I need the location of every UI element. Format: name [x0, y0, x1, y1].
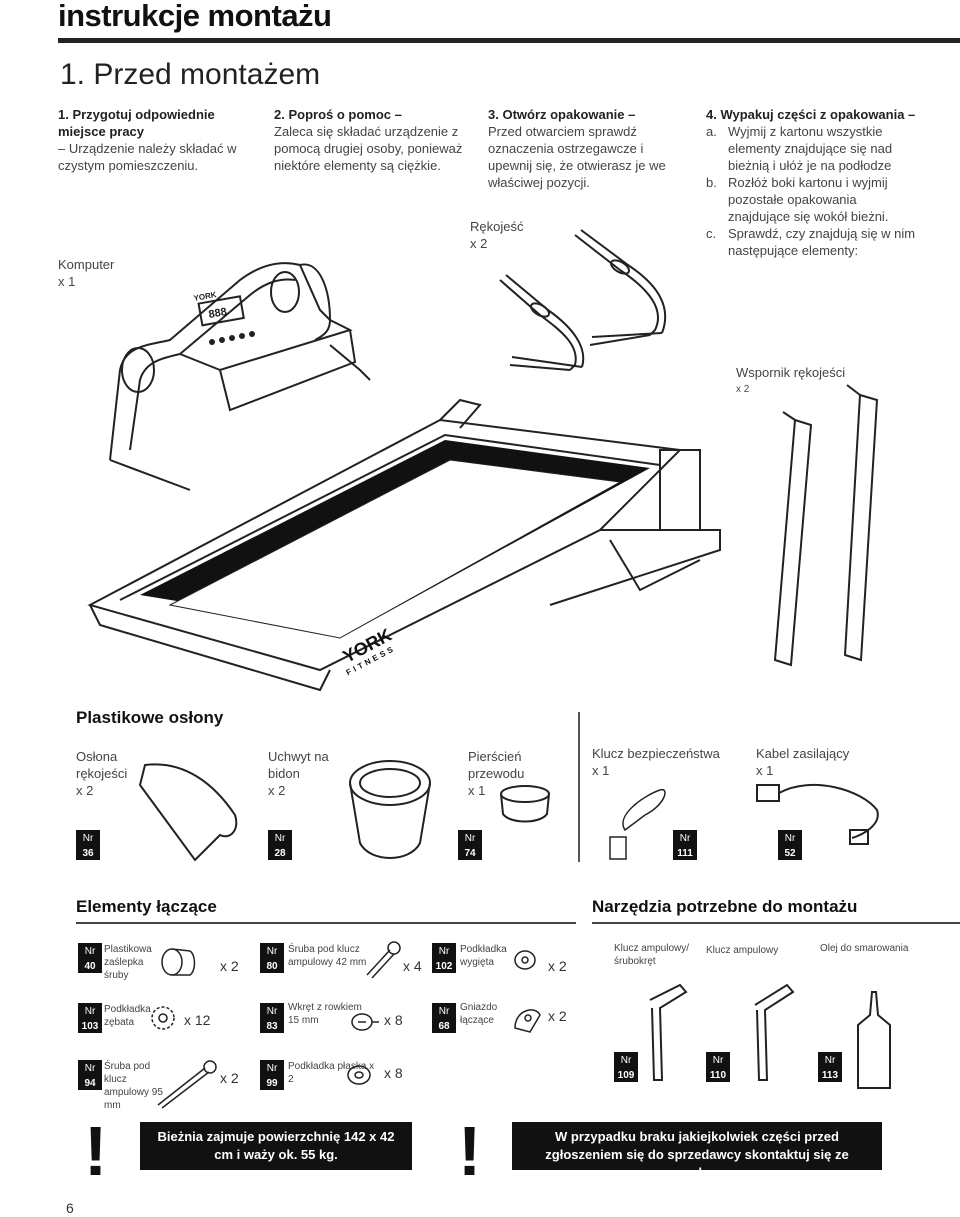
title-rule — [58, 38, 960, 43]
tool-113-label: Olej do smarowania — [820, 943, 909, 954]
step-2: 2. Poproś o pomoc – Zaleca się składać u… — [274, 106, 464, 174]
fastener-80-label: Śruba pod klucz ampulowy 42 mm — [288, 944, 367, 968]
bolt-42mm-drawing — [366, 941, 401, 979]
handle-label: Rękojeść x 2 — [470, 219, 524, 251]
fastener-103-label: Podkładka zębata — [104, 1004, 151, 1028]
handle-support-label: Wspornik rękojeści x 2 — [736, 365, 846, 395]
cable-ring-drawing — [500, 785, 550, 823]
safety-key-drawing — [609, 789, 666, 860]
plastic-covers-heading: Plastikowe osłony — [76, 708, 224, 727]
tools-rule — [592, 922, 960, 924]
warning-icon-2: ! — [458, 1112, 482, 1190]
power-cable-drawing — [756, 784, 879, 845]
step-1-text: – Urządzenie należy składać w czystym po… — [58, 141, 237, 173]
bottle-holder-label: Uchwyt na bidon x 2 — [268, 749, 329, 798]
step-2-text: Zaleca się składać urządzenie z pomocą d… — [274, 124, 463, 173]
warning-box-2: W przypadku braku jakiejkolwiek części p… — [512, 1122, 882, 1180]
safety-key-label: Klucz bezpieczeństwa x 1 — [592, 746, 720, 778]
page-title: instrukcje montażu — [58, 0, 332, 33]
step-3-text: Przed otwarciem sprawdź oznaczenia ostrz… — [488, 124, 666, 190]
fastener-68-qty: x 2 — [548, 1008, 567, 1024]
step-3: 3. Otwórz opakowanie – Przed otwarciem s… — [488, 106, 678, 191]
screw-cap-drawing — [161, 948, 196, 976]
warning-text-1: Bieżnia zajmuje powierzchnię 142 x 42 cm… — [157, 1129, 395, 1162]
bottle-holder-drawing — [349, 760, 431, 859]
fastener-102-qty: x 2 — [548, 958, 567, 974]
fastener-102-label: Podkładka wygięta — [460, 944, 507, 968]
fastener-99-label: Podkładka płaska x 2 — [288, 1061, 375, 1085]
fastener-40-qty: x 2 — [220, 958, 239, 974]
toothed-washer-drawing — [151, 1006, 175, 1030]
cover-36-label: Osłona rękojeści x 2 — [76, 749, 128, 798]
step-3-heading: 3. Otwórz opakowanie – — [488, 107, 636, 122]
warning-text-2: W przypadku braku jakiejkolwiek części p… — [545, 1129, 849, 1180]
fastener-99-qty: x 8 — [384, 1065, 403, 1081]
console-display-digits: 888 — [208, 306, 228, 321]
fastener-103-qty: x 12 — [184, 1012, 211, 1028]
step-4a: a.Wyjmij z kartonu wszystkie elementy zn… — [706, 124, 893, 173]
fastener-80-qty: x 4 — [403, 958, 422, 974]
hex-key-drawing — [754, 983, 795, 1081]
step-1-heading: 1. Przygotuj odpowiednie miejsce pracy — [58, 107, 215, 139]
handle-cover-drawing — [138, 763, 238, 862]
console-brand: YORK — [193, 290, 218, 303]
cable-ring-label: Pierścień przewodu x 1 — [468, 749, 525, 798]
treadmill-drawing: YORK FITNESS — [87, 398, 721, 692]
curved-washer-drawing — [514, 950, 536, 970]
section-divider-vertical — [578, 712, 580, 862]
handle-supports-drawing — [773, 384, 879, 667]
page-number: 6 — [66, 1200, 74, 1216]
grooved-screw-drawing — [351, 1013, 379, 1031]
computer-label: Komputer x 1 — [58, 257, 115, 289]
connector-socket-drawing — [514, 1009, 541, 1033]
handles-drawing — [499, 229, 667, 371]
tool-110-label: Klucz ampulowy — [706, 945, 779, 956]
fasteners-rule — [76, 922, 576, 924]
step-4c: c.Sprawdź, czy znajdują się w nim następ… — [706, 226, 916, 258]
warning-box-1: Bieżnia zajmuje powierzchnię 142 x 42 cm… — [140, 1122, 412, 1170]
fastener-94-label: Śruba pod klucz ampulowy 95 mm — [104, 1061, 163, 1111]
warning-icon-1: ! — [84, 1112, 108, 1190]
fastener-83-label: Wkręt z rowkiem 15 mm — [288, 1002, 362, 1026]
step-4b: b.Rozłóż boki kartonu i wyjmij pozostałe… — [706, 175, 889, 224]
bolt-95mm-drawing — [157, 1060, 217, 1109]
step-4: 4. Wypakuj części z opakowania – a.Wyjmi… — [706, 106, 916, 259]
step-2-heading: 2. Poproś o pomoc – — [274, 107, 402, 122]
fastener-40-label: Plastikowa zaślepka śruby — [104, 944, 152, 981]
oil-bottle-drawing — [857, 991, 891, 1089]
fastener-68-label: Gniazdo łączące — [460, 1002, 498, 1026]
fasteners-heading: Elementy łączące — [76, 897, 217, 916]
fastener-94-qty: x 2 — [220, 1070, 239, 1086]
step-4-heading: 4. Wypakuj części z opakowania – — [706, 107, 916, 122]
step-1: 1. Przygotuj odpowiednie miejsce pracy –… — [58, 106, 258, 174]
tool-109-label: Klucz ampulowy/ śrubokręt — [614, 943, 690, 967]
section-subtitle: 1. Przed montażem — [60, 58, 321, 91]
hex-key-screwdriver-drawing — [649, 983, 688, 1081]
power-cable-label: Kabel zasilający x 1 — [756, 746, 850, 778]
tools-heading: Narzędzia potrzebne do montażu — [592, 897, 858, 916]
computer-console-drawing: 888 YORK — [109, 262, 371, 491]
flat-washer-drawing — [347, 1065, 371, 1085]
fastener-83-qty: x 8 — [384, 1012, 403, 1028]
